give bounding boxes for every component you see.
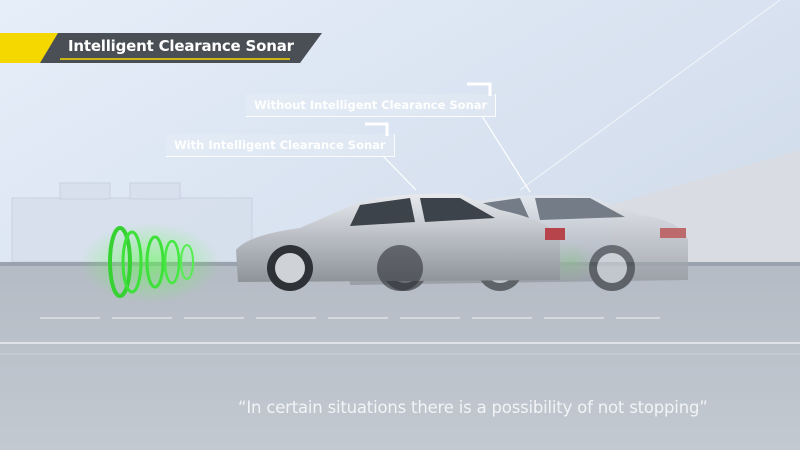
title-banner <box>0 33 322 63</box>
title: Intelligent Clearance Sonar <box>68 37 294 55</box>
caption-subtitle: “In certain situations there is a possib… <box>238 398 708 417</box>
label-without-sonar: Without Intelligent Clearance Sonar <box>246 94 497 117</box>
label-with-sonar: With Intelligent Clearance Sonar <box>166 134 395 157</box>
car-with-sonar <box>236 193 565 291</box>
